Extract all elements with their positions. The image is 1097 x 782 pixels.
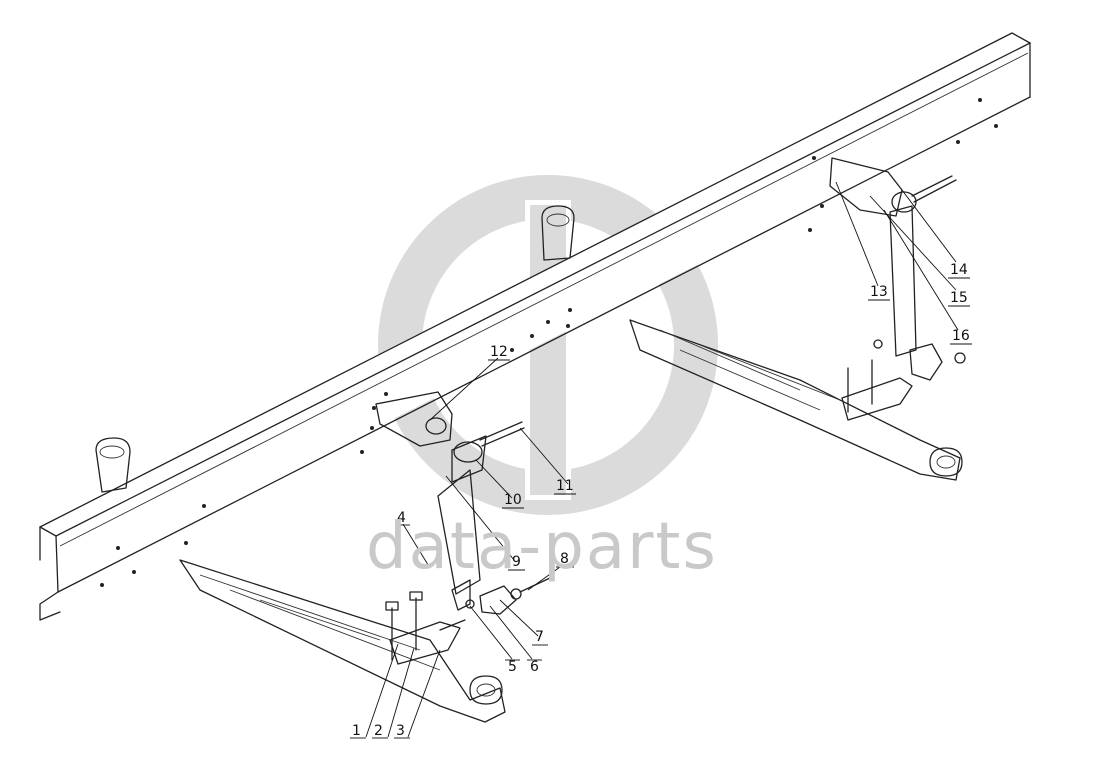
front-shock-absorber xyxy=(375,391,551,615)
leader-lines xyxy=(365,181,959,738)
callout-15: 15 xyxy=(950,290,968,306)
callout-6: 6 xyxy=(530,659,539,675)
rear-shock-absorber xyxy=(829,157,966,381)
rear-axle-assembly xyxy=(541,205,963,481)
callout-14: 14 xyxy=(950,262,968,278)
callout-13: 13 xyxy=(870,284,888,300)
callout-10: 10 xyxy=(504,492,522,508)
callout-8: 8 xyxy=(560,551,569,567)
frame-rail xyxy=(39,32,1031,621)
callout-9: 9 xyxy=(512,554,521,570)
callout-labels: 1 2 3 4 5 6 7 8 9 10 11 12 13 14 15 16 xyxy=(350,262,972,739)
callout-16: 16 xyxy=(952,328,970,344)
front-axle-assembly xyxy=(95,437,506,723)
callout-4: 4 xyxy=(397,510,406,526)
frame-holes xyxy=(100,98,998,587)
callout-1: 1 xyxy=(352,723,361,739)
callout-11: 11 xyxy=(556,478,574,494)
callout-7: 7 xyxy=(535,629,544,645)
callout-5: 5 xyxy=(508,659,517,675)
callout-3: 3 xyxy=(396,723,405,739)
watermark-text: data-parts xyxy=(366,510,718,584)
callout-2: 2 xyxy=(374,723,383,739)
callout-12: 12 xyxy=(490,344,508,360)
